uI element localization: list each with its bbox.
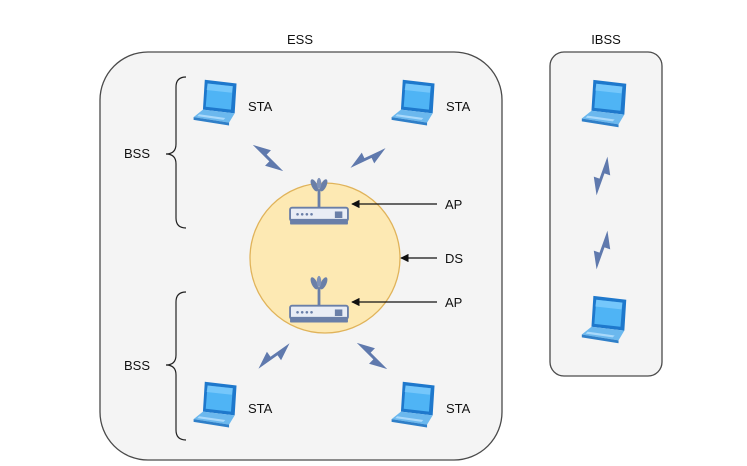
bss-lower-brace: [165, 291, 187, 441]
ap-lower-label: AP: [445, 295, 462, 310]
sta-bottom-left-label: STA: [248, 401, 273, 416]
sta-top-left-label: STA: [248, 99, 273, 114]
ibss-container: [549, 51, 663, 377]
ap-upper-label: AP: [445, 197, 462, 212]
sta-top-right-label: STA: [446, 99, 471, 114]
sta-bottom-right-label: STA: [446, 401, 471, 416]
bss-upper-brace: [165, 76, 187, 229]
ibss-title: IBSS: [591, 32, 621, 47]
ds-label: DS: [445, 251, 463, 266]
bss-lower-label: BSS: [124, 358, 150, 373]
ess-title: ESS: [287, 32, 313, 47]
bss-upper-label: BSS: [124, 146, 150, 161]
